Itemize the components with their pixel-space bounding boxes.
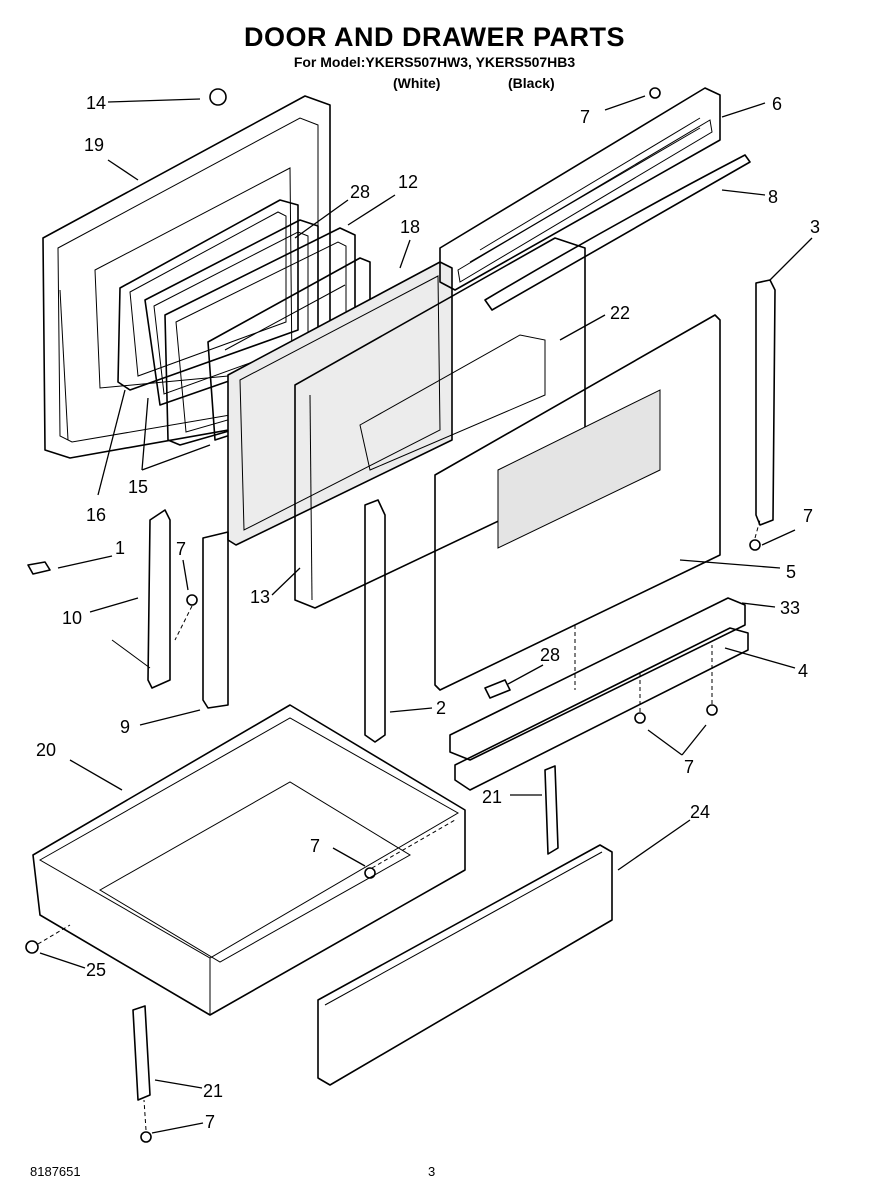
page-title: DOOR AND DRAWER PARTS <box>244 22 625 52</box>
clip-part <box>27 561 51 575</box>
right-side-trim-part <box>755 279 776 526</box>
drawer-slide-upper-part <box>544 765 559 855</box>
drawer-body-part <box>32 704 466 1016</box>
callout-leaders <box>39 95 813 1134</box>
callout-28-lower: 28 <box>540 645 560 665</box>
callout-7-rail: 7 <box>684 757 694 777</box>
callout-20: 20 <box>36 740 56 760</box>
callout-22: 22 <box>610 303 630 323</box>
door-hinge-rail-part <box>454 627 749 791</box>
callout-25: 25 <box>86 960 106 980</box>
callout-4: 4 <box>798 661 808 681</box>
callout-33: 33 <box>780 598 800 618</box>
door-side-filler-part <box>202 531 229 709</box>
door-insulation-part <box>227 261 453 546</box>
drawer-front-part <box>317 844 613 1086</box>
hinge-bracket-part <box>111 509 171 689</box>
left-door-trim-part <box>364 499 386 743</box>
screw-parts <box>25 87 761 1143</box>
page-number: 3 <box>428 1164 436 1179</box>
document-number: 8187651 <box>30 1164 81 1179</box>
assembly-guide-lines <box>37 519 761 1131</box>
callout-5: 5 <box>786 562 796 582</box>
door-bumper-part <box>209 88 227 106</box>
callout-3: 3 <box>810 217 820 237</box>
callout-7-drawer: 7 <box>310 836 320 856</box>
callout-labels: 14 19 28 12 18 7 6 8 3 22 16 15 1 7 10 1… <box>36 93 820 1132</box>
callout-12: 12 <box>398 172 418 192</box>
outer-door-glass-part <box>434 314 721 691</box>
callout-14: 14 <box>86 93 106 113</box>
door-vent-trim-part <box>439 87 721 291</box>
callout-7-hinge: 7 <box>176 539 186 559</box>
callout-10: 10 <box>62 608 82 628</box>
callout-28: 28 <box>350 182 370 202</box>
callout-16: 16 <box>86 505 106 525</box>
door-handle-part <box>484 154 751 311</box>
callout-13: 13 <box>250 587 270 607</box>
callout-24: 24 <box>690 802 710 822</box>
variant-black-label: (Black) <box>508 75 555 91</box>
callout-7-right: 7 <box>803 506 813 526</box>
callout-19: 19 <box>84 135 104 155</box>
callout-2: 2 <box>436 698 446 718</box>
callout-8: 8 <box>768 187 778 207</box>
model-subtitle: For Model:YKERS507HW3, YKERS507HB3 <box>293 54 576 70</box>
door-hinge-channel-part <box>449 597 746 761</box>
door-clip-part <box>484 679 511 699</box>
callout-6: 6 <box>772 94 782 114</box>
callout-7-top: 7 <box>580 107 590 127</box>
callout-18: 18 <box>400 217 420 237</box>
drawer-slide-lower-part <box>132 1005 151 1101</box>
callout-21-lower: 21 <box>203 1081 223 1101</box>
callout-1: 1 <box>115 538 125 558</box>
callout-7-bottom: 7 <box>205 1112 215 1132</box>
variant-white-label: (White) <box>393 75 441 91</box>
callout-15: 15 <box>128 477 148 497</box>
callout-21-upper: 21 <box>482 787 502 807</box>
callout-9: 9 <box>120 717 130 737</box>
